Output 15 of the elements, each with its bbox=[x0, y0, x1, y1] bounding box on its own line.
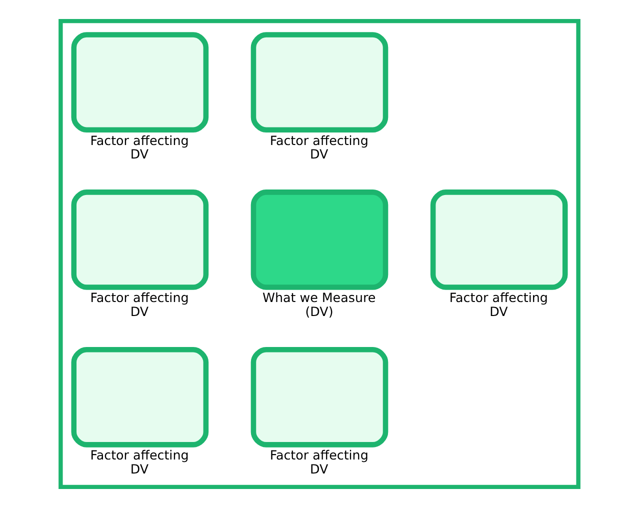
node-label: Factor affecting DV bbox=[90, 132, 188, 162]
node-label: Factor affecting DV bbox=[90, 290, 188, 319]
node-box bbox=[430, 190, 568, 290]
node-box bbox=[250, 346, 388, 448]
node-box bbox=[70, 346, 208, 448]
node-label: Factor affecting DV bbox=[90, 448, 188, 476]
node-label: Factor affecting DV bbox=[269, 132, 368, 162]
node-box bbox=[70, 190, 208, 290]
node-box bbox=[250, 190, 388, 290]
node-label: What we Measure (DV) bbox=[262, 290, 376, 319]
node-box bbox=[70, 32, 208, 132]
node-box bbox=[250, 32, 388, 132]
node-label: Factor affecting DV bbox=[448, 290, 548, 319]
node-label: Factor affecting DV bbox=[269, 448, 368, 476]
cluster bbox=[58, 18, 580, 490]
